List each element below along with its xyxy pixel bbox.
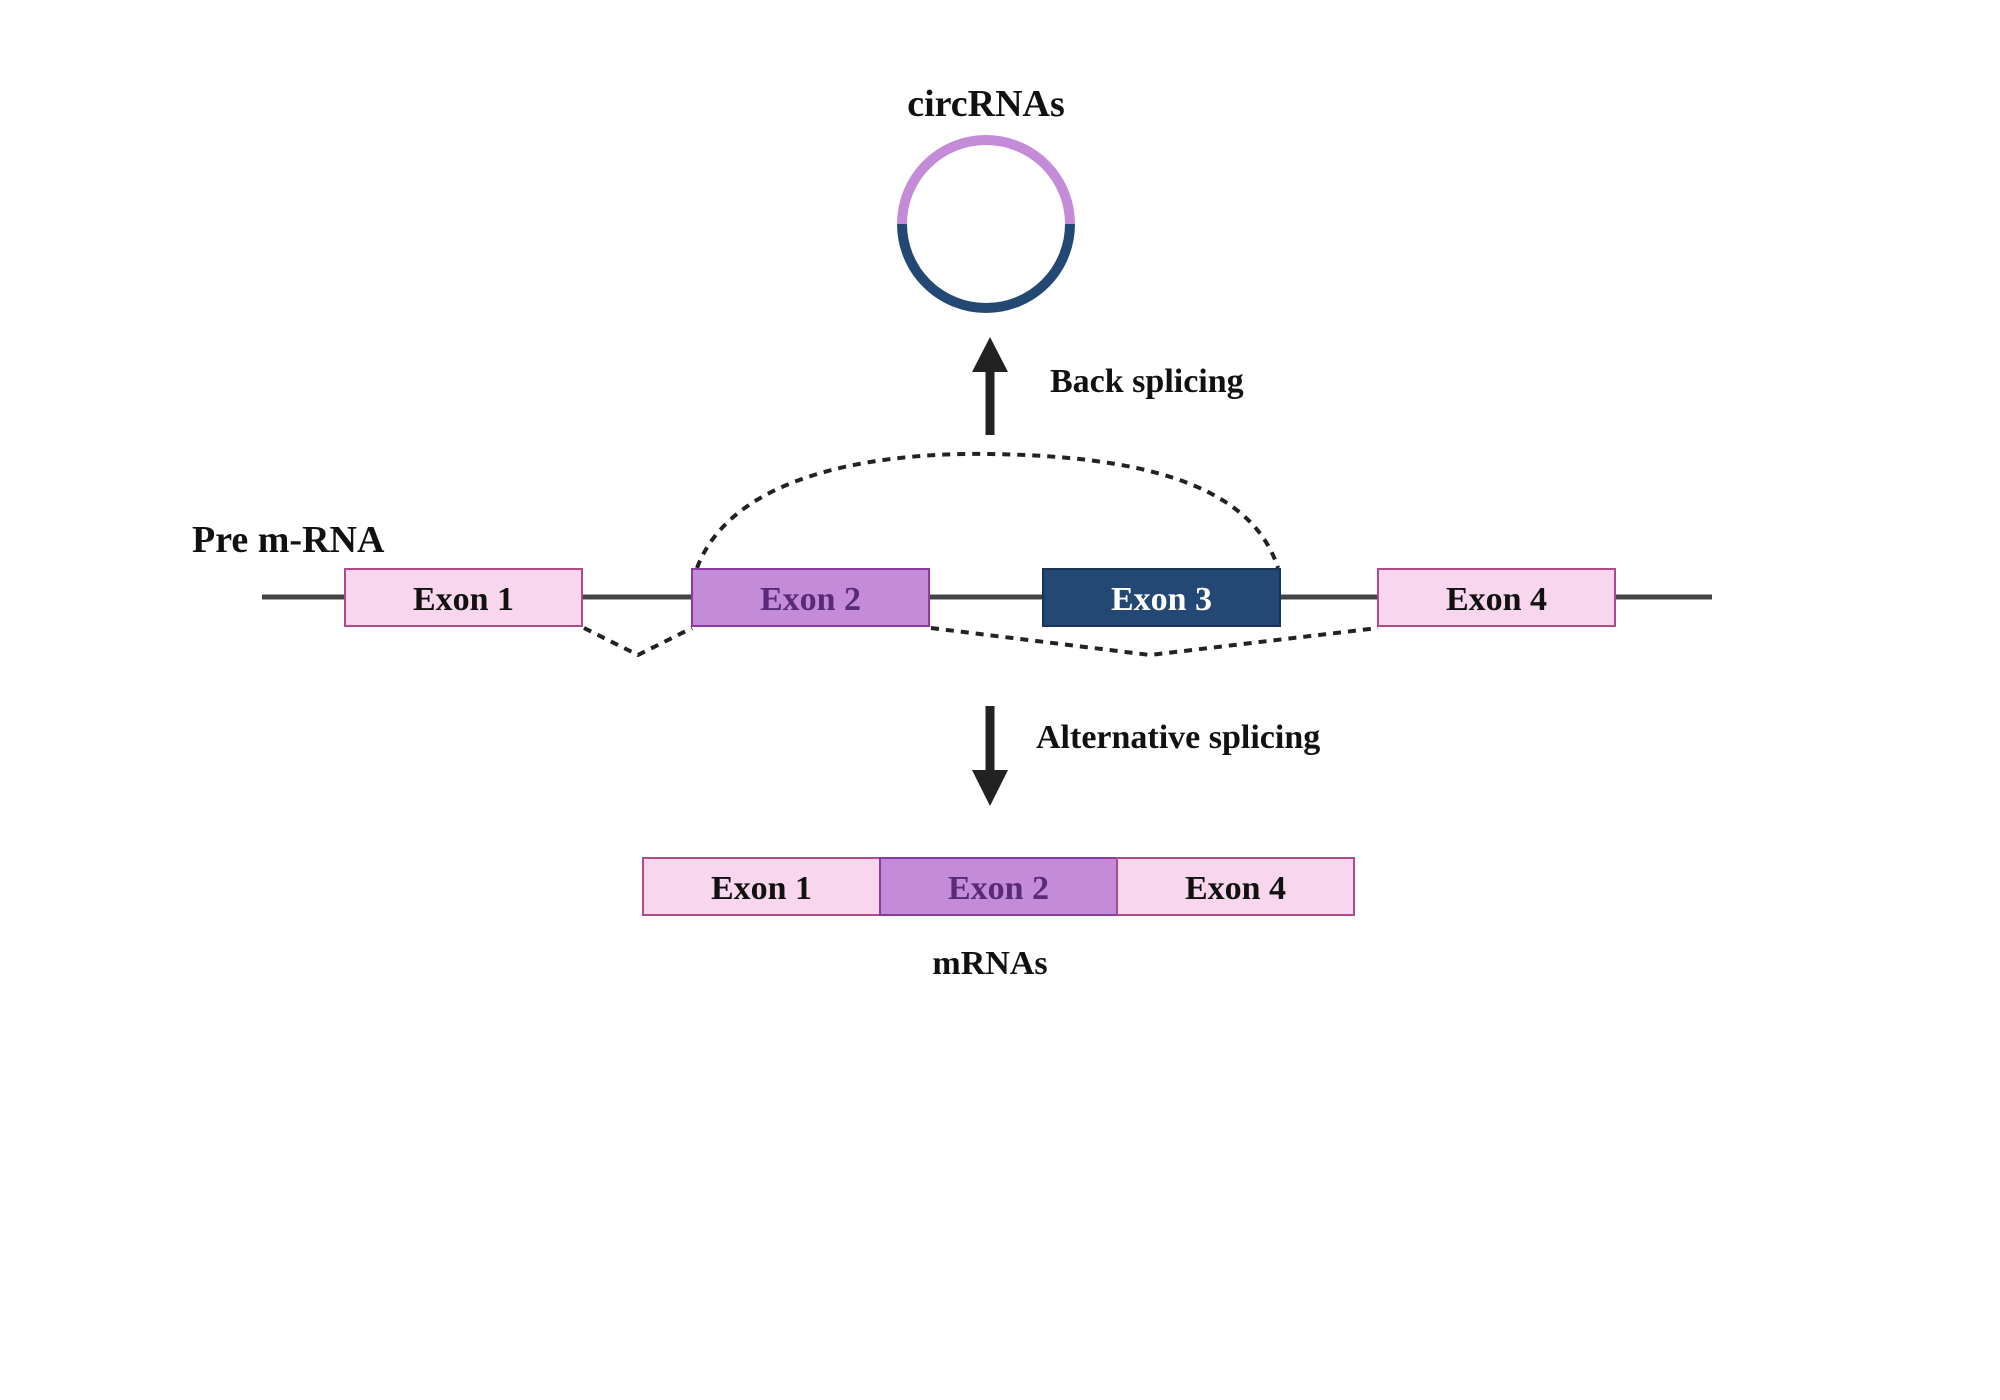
exon-box xyxy=(1377,568,1616,627)
splice-connector-exon2-exon4 xyxy=(930,626,1379,658)
pre-mrna-label: Pre m-RNA xyxy=(192,519,385,561)
exon-box xyxy=(344,568,583,627)
exon-box xyxy=(642,857,881,916)
mrnas-label: mRNAs xyxy=(932,945,1047,982)
pre-mrna-exon-2: Exon 2 xyxy=(691,568,930,627)
exon-label: Exon 4 xyxy=(1446,581,1547,618)
circrna-ring-top xyxy=(897,135,1075,225)
alternative-splicing-arrow xyxy=(972,706,1008,806)
exon-label: Exon 1 xyxy=(413,581,514,618)
exon-label: Exon 2 xyxy=(948,870,1049,907)
exon-box xyxy=(1042,568,1281,627)
pre-mrna-exon-3: Exon 3 xyxy=(1042,568,1281,627)
circrna-ring xyxy=(897,135,1075,313)
exon-label: Exon 3 xyxy=(1111,581,1212,618)
exon-label: Exon 1 xyxy=(711,870,812,907)
pre-mrna-exon-1: Exon 1 xyxy=(344,568,583,627)
back-splicing-arrow xyxy=(972,337,1008,435)
splice-connector-exon1-exon2 xyxy=(583,626,693,658)
mrna-exon-2: Exon 2 xyxy=(879,857,1118,916)
circrna-ring-bottom xyxy=(897,223,1075,313)
circrnas-label: circRNAs xyxy=(907,83,1065,125)
mrna-exon-4: Exon 4 xyxy=(1116,857,1355,916)
exon-box xyxy=(879,857,1118,916)
back-splicing-label: Back splicing xyxy=(1050,363,1244,400)
back-splice-arc xyxy=(695,451,1280,569)
exon-label: Exon 2 xyxy=(760,581,861,618)
alternative-splicing-label: Alternative splicing xyxy=(1036,719,1320,756)
exon-box xyxy=(1116,857,1355,916)
exon-label: Exon 4 xyxy=(1185,870,1286,907)
exon-box xyxy=(691,568,930,627)
pre-mrna-exon-4: Exon 4 xyxy=(1377,568,1616,627)
mrna-exon-1: Exon 1 xyxy=(642,857,881,916)
